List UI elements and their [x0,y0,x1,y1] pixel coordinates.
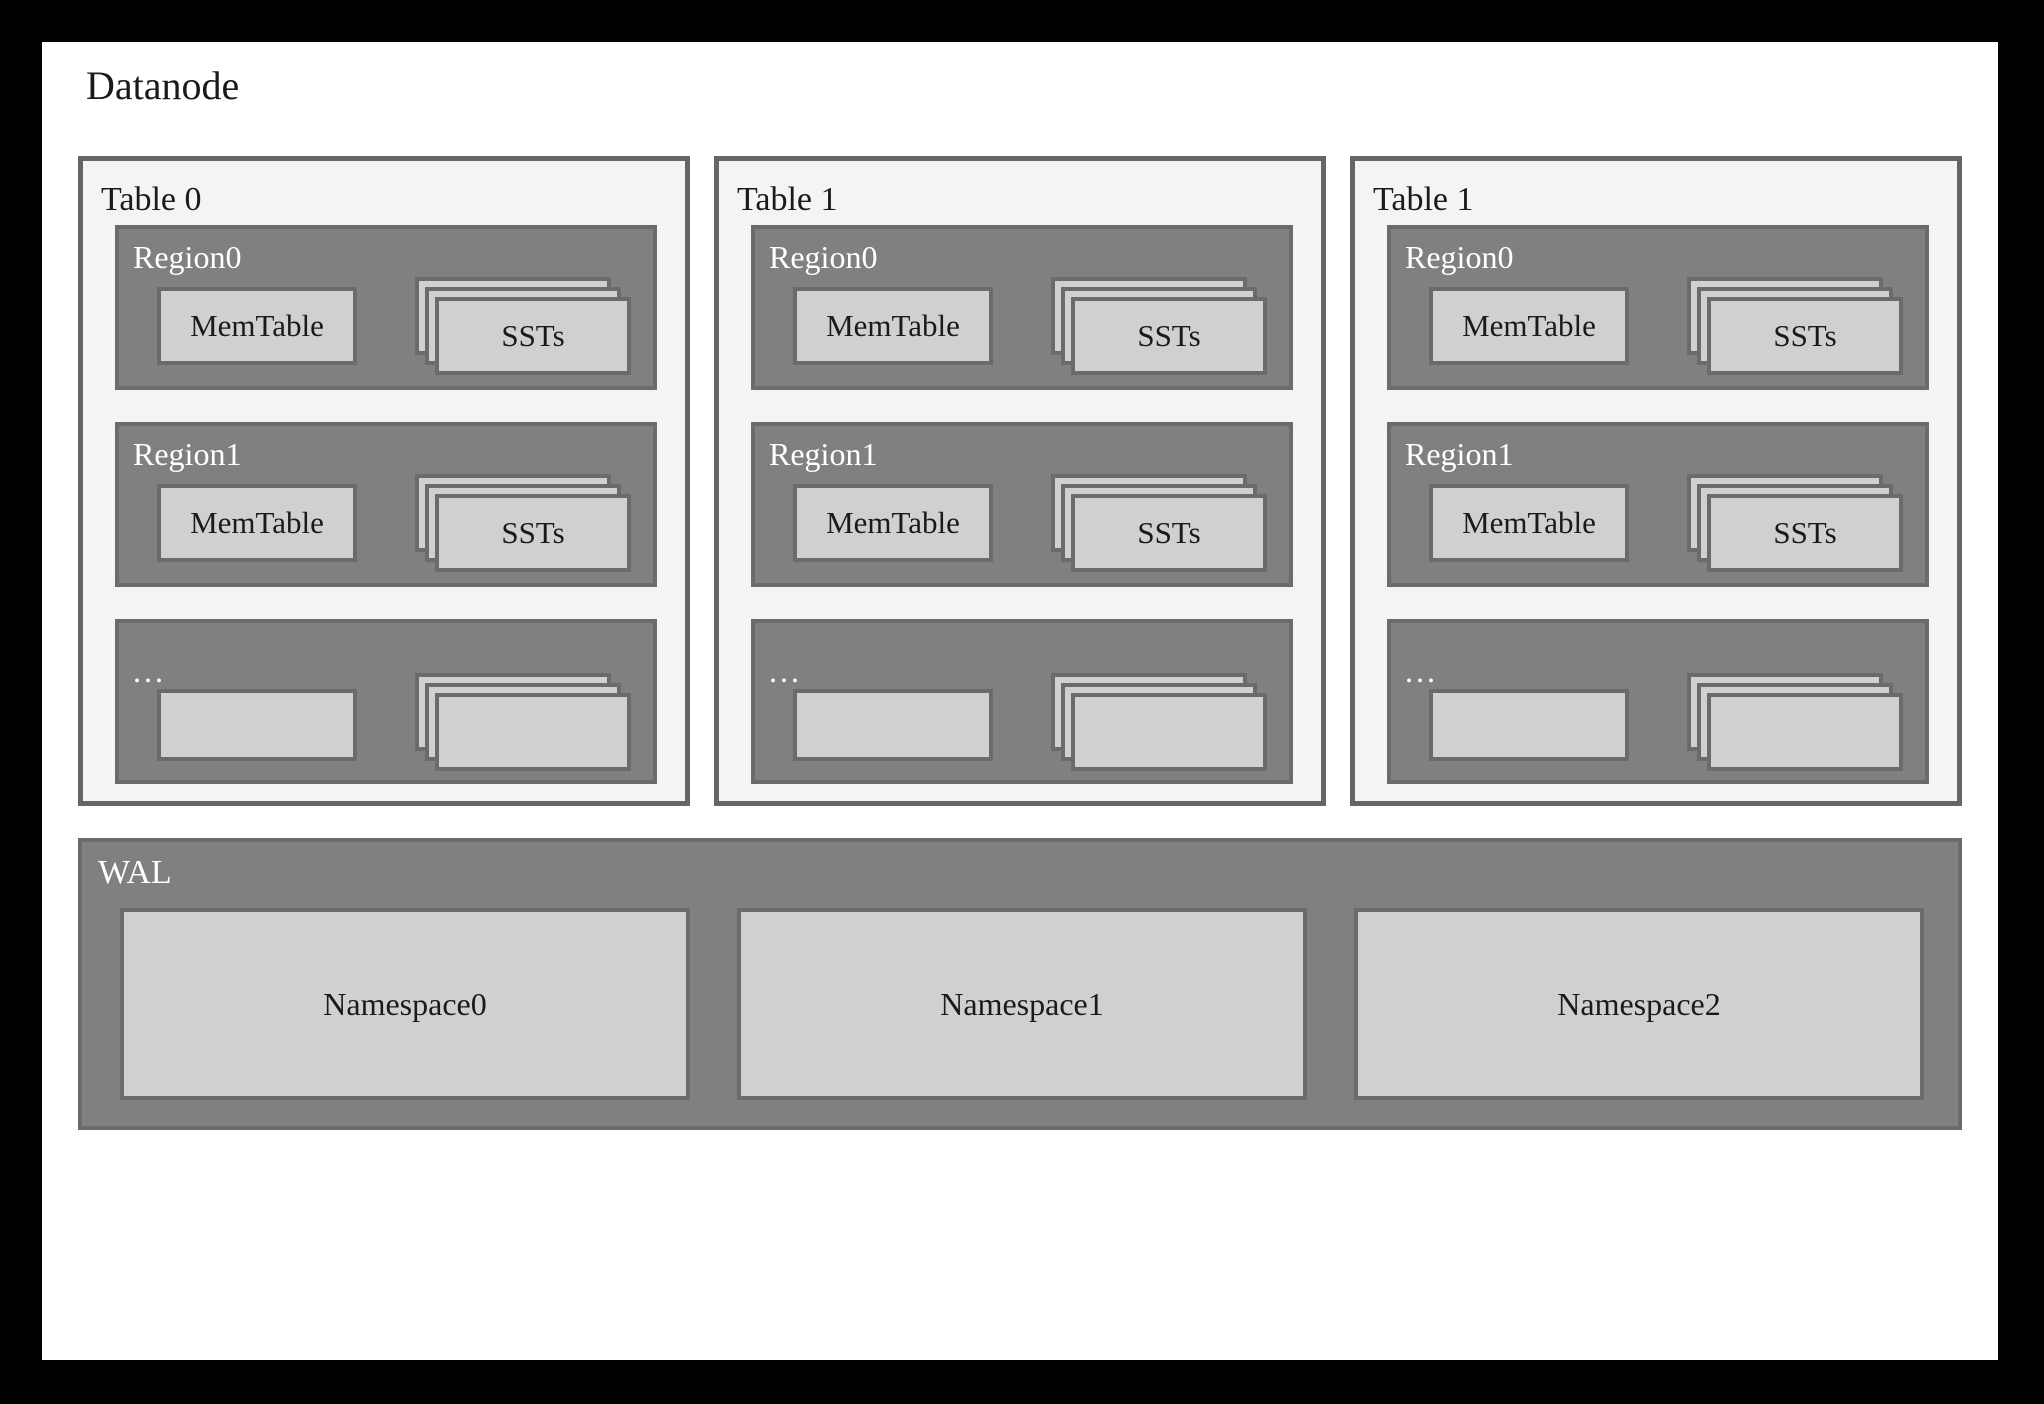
datanode-title: Datanode [86,63,240,108]
sst-sheet-front: SSTs [1707,494,1903,572]
ssts-stack[interactable]: SSTs [1051,277,1267,377]
region-box[interactable]: Region0 MemTable SSTs [1387,225,1929,390]
ssts-stack-empty[interactable] [1051,673,1267,773]
region-box[interactable]: Region1 MemTable SSTs [115,422,657,587]
namespace-box-1[interactable]: Namespace1 [737,908,1307,1100]
memtable-box[interactable]: MemTable [157,484,357,562]
table-panel-0[interactable]: Table 0 Region0 MemTable SSTs Region1 [78,156,690,806]
wal-label: WAL [98,854,172,891]
namespaces-row: Namespace0 Namespace1 Namespace2 [120,908,1924,1100]
region-label: Region1 [1405,436,1514,472]
regions-stack: Region0 MemTable SSTs Region1 MemTable [1387,225,1929,785]
ellipsis-label: ... [133,653,166,689]
ellipsis-label: ... [769,653,802,689]
table-label: Table 1 [737,181,838,218]
datanode-container: Datanode Table 0 Region0 MemTable SSTs [42,42,1998,1360]
namespace-box-0[interactable]: Namespace0 [120,908,690,1100]
region-label: Region0 [1405,239,1514,275]
region-box-placeholder[interactable]: ... [751,619,1293,784]
memtable-box[interactable]: MemTable [1429,287,1629,365]
region-box[interactable]: Region1 MemTable SSTs [1387,422,1929,587]
wal-panel[interactable]: WAL Namespace0 Namespace1 Namespace2 [78,838,1962,1130]
region-label: Region0 [769,239,878,275]
region-label: Region0 [133,239,242,275]
memtable-box[interactable]: MemTable [1429,484,1629,562]
ssts-stack-empty[interactable] [1687,673,1903,773]
ssts-stack[interactable]: SSTs [415,277,631,377]
tables-row: Table 0 Region0 MemTable SSTs Region1 [78,156,1962,806]
regions-stack: Region0 MemTable SSTs Region1 MemTable [115,225,657,785]
ssts-stack[interactable]: SSTs [1687,277,1903,377]
region-box-placeholder[interactable]: ... [1387,619,1929,784]
namespace-box-2[interactable]: Namespace2 [1354,908,1924,1100]
memtable-box-empty[interactable] [793,689,993,761]
table-panel-2[interactable]: Table 1 Region0 MemTable SSTs Region1 [1350,156,1962,806]
sst-sheet-front [1071,693,1267,771]
regions-stack: Region0 MemTable SSTs Region1 MemTable [751,225,1293,785]
memtable-box-empty[interactable] [1429,689,1629,761]
memtable-box-empty[interactable] [157,689,357,761]
ssts-stack[interactable]: SSTs [1687,474,1903,574]
region-label: Region1 [133,436,242,472]
region-box[interactable]: Region0 MemTable SSTs [751,225,1293,390]
sst-sheet-front [435,693,631,771]
table-label: Table 0 [101,181,202,218]
table-panel-1[interactable]: Table 1 Region0 MemTable SSTs Region1 [714,156,1326,806]
sst-sheet-front: SSTs [1071,297,1267,375]
region-label: Region1 [769,436,878,472]
region-box[interactable]: Region0 MemTable SSTs [115,225,657,390]
sst-sheet-front: SSTs [1707,297,1903,375]
sst-sheet-front: SSTs [1071,494,1267,572]
ssts-stack[interactable]: SSTs [415,474,631,574]
memtable-box[interactable]: MemTable [793,484,993,562]
memtable-box[interactable]: MemTable [157,287,357,365]
memtable-box[interactable]: MemTable [793,287,993,365]
sst-sheet-front: SSTs [435,494,631,572]
sst-sheet-front: SSTs [435,297,631,375]
region-box-placeholder[interactable]: ... [115,619,657,784]
region-box[interactable]: Region1 MemTable SSTs [751,422,1293,587]
ssts-stack-empty[interactable] [415,673,631,773]
table-label: Table 1 [1373,181,1474,218]
sst-sheet-front [1707,693,1903,771]
ssts-stack[interactable]: SSTs [1051,474,1267,574]
ellipsis-label: ... [1405,653,1438,689]
